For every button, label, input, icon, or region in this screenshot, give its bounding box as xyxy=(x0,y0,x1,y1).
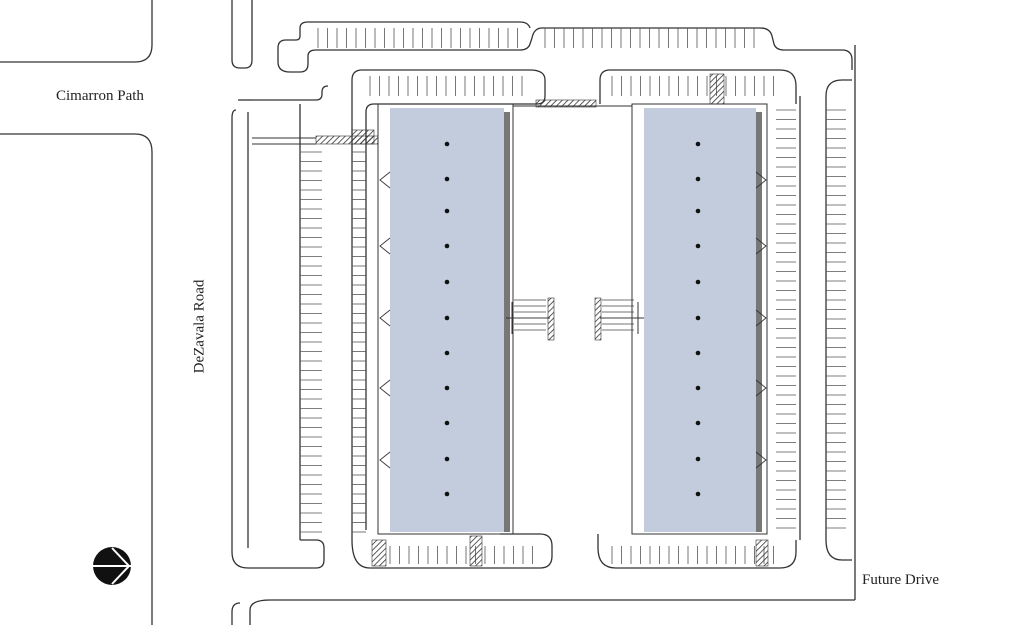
column-dot xyxy=(695,279,701,285)
column-dot xyxy=(695,243,701,249)
column-dot xyxy=(444,208,450,214)
column-dot xyxy=(695,385,701,391)
column-dot xyxy=(444,350,450,356)
street-label-dezavala: DeZavala Road xyxy=(191,279,208,374)
column-dot xyxy=(695,456,701,462)
column-dot xyxy=(444,385,450,391)
hatched-sidewalks xyxy=(315,73,769,567)
column-dot xyxy=(695,491,701,497)
facade-notches xyxy=(379,171,767,469)
column-dot xyxy=(695,208,701,214)
column-dot xyxy=(444,491,450,497)
street-label-future: Future Drive xyxy=(862,572,940,588)
column-dot xyxy=(695,141,701,147)
column-dot xyxy=(695,420,701,426)
north-arrow-icon xyxy=(93,547,131,585)
street-label-cimarron: Cimarron Path xyxy=(56,88,144,104)
parking-stalls xyxy=(300,28,846,564)
column-dots xyxy=(444,141,701,497)
street-lines xyxy=(0,0,856,625)
column-dot xyxy=(444,420,450,426)
column-dot xyxy=(695,315,701,321)
column-dot xyxy=(444,315,450,321)
column-dot xyxy=(444,176,450,182)
parking-lot-outline xyxy=(231,0,853,569)
column-dot xyxy=(444,141,450,147)
column-dot xyxy=(444,456,450,462)
walkway xyxy=(252,137,316,145)
column-dot xyxy=(695,350,701,356)
dock-stairs xyxy=(514,299,634,331)
column-dot xyxy=(695,176,701,182)
column-dot xyxy=(444,243,450,249)
column-dot xyxy=(444,279,450,285)
